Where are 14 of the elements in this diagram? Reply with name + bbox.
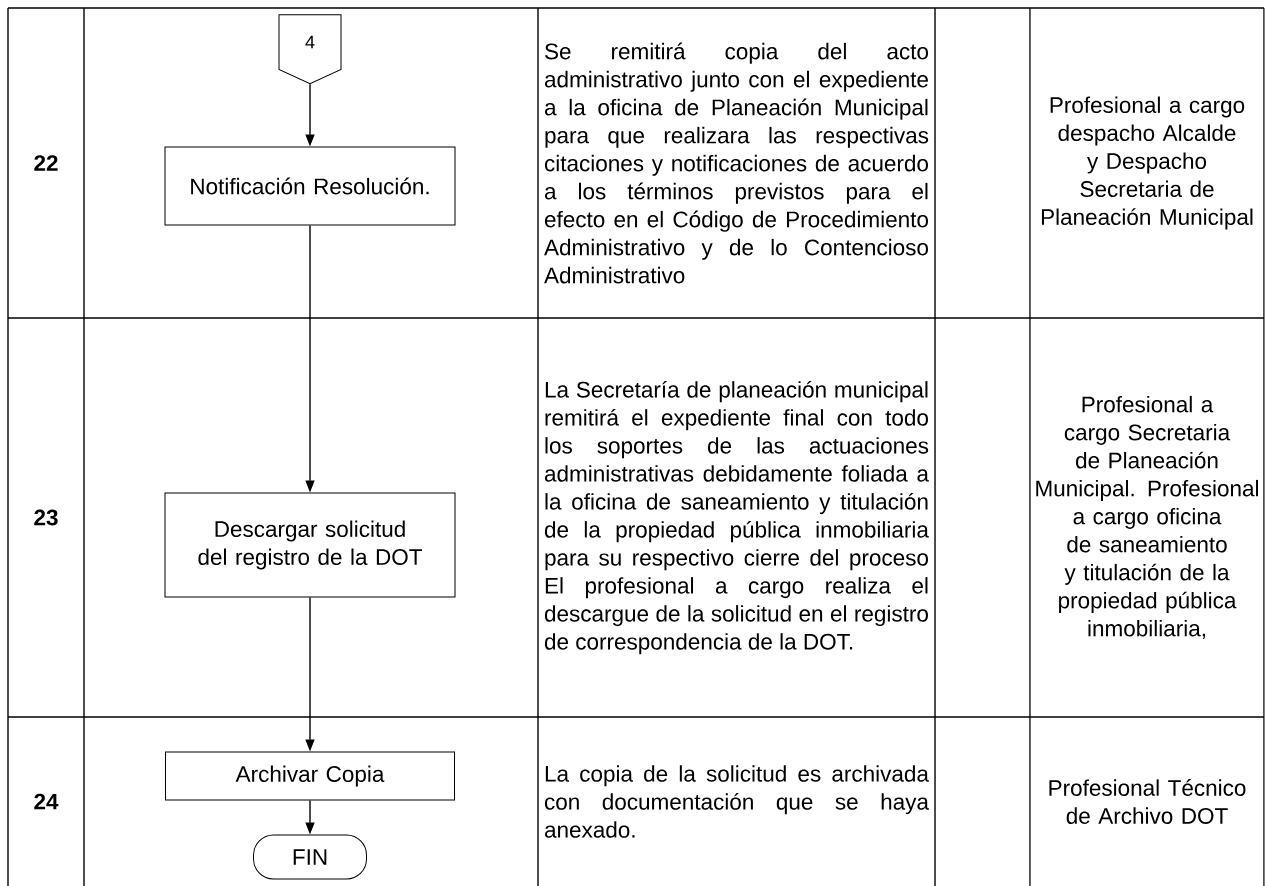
description-text: Se remitirá copia del acto administrativo junto con el expediente a la oficina de Planeación Municipal para que realizara las respectivas citaciones y notificaciones de acuerdo a los términos previstos para el efecto en el Código de Procedimiento Administrativo y de lo Contencioso Administrativo [544, 42, 929, 284]
process-box: Archivar Copia [165, 751, 455, 801]
responsible-text: Profesional Técnico de Archivo DOT [1049, 779, 1246, 824]
responsible-text: Profesional a cargo despacho Alcalde y Despacho Secretaria de Planeación Municipal [1041, 96, 1253, 230]
process-box: Notificación Resolución. [164, 146, 456, 226]
responsible-text: Profesional a cargo Secretaria de Planeación Municipal. Profesional a cargo oficina de saneamiento y titulación de la propiedad pública inmobiliaria, [1036, 395, 1258, 640]
off-page-connector: 4 [278, 14, 342, 85]
description-text: La copia de la solicitud es archivada con documentación que se haya anexado. [544, 765, 929, 838]
row-number: 23 [34, 509, 58, 526]
terminator: FIN [253, 834, 367, 880]
row-number: 24 [34, 793, 59, 810]
process-box: Descargar solicitud del registro de la DOT [164, 492, 456, 598]
row-number: 22 [34, 155, 58, 171]
description-text: La Secretaría de planeación municipal remitirá el expediente final con todo los soportes de las actuaciones administrativas debidamente foliada a la oficina de saneamiento y titulación de la propiedad pública inmobiliaria para su respectivo cierre del proceso El profesional a cargo realiza el descargue de la solicitud en el registro de correspondencia de la DOT. [544, 380, 929, 655]
